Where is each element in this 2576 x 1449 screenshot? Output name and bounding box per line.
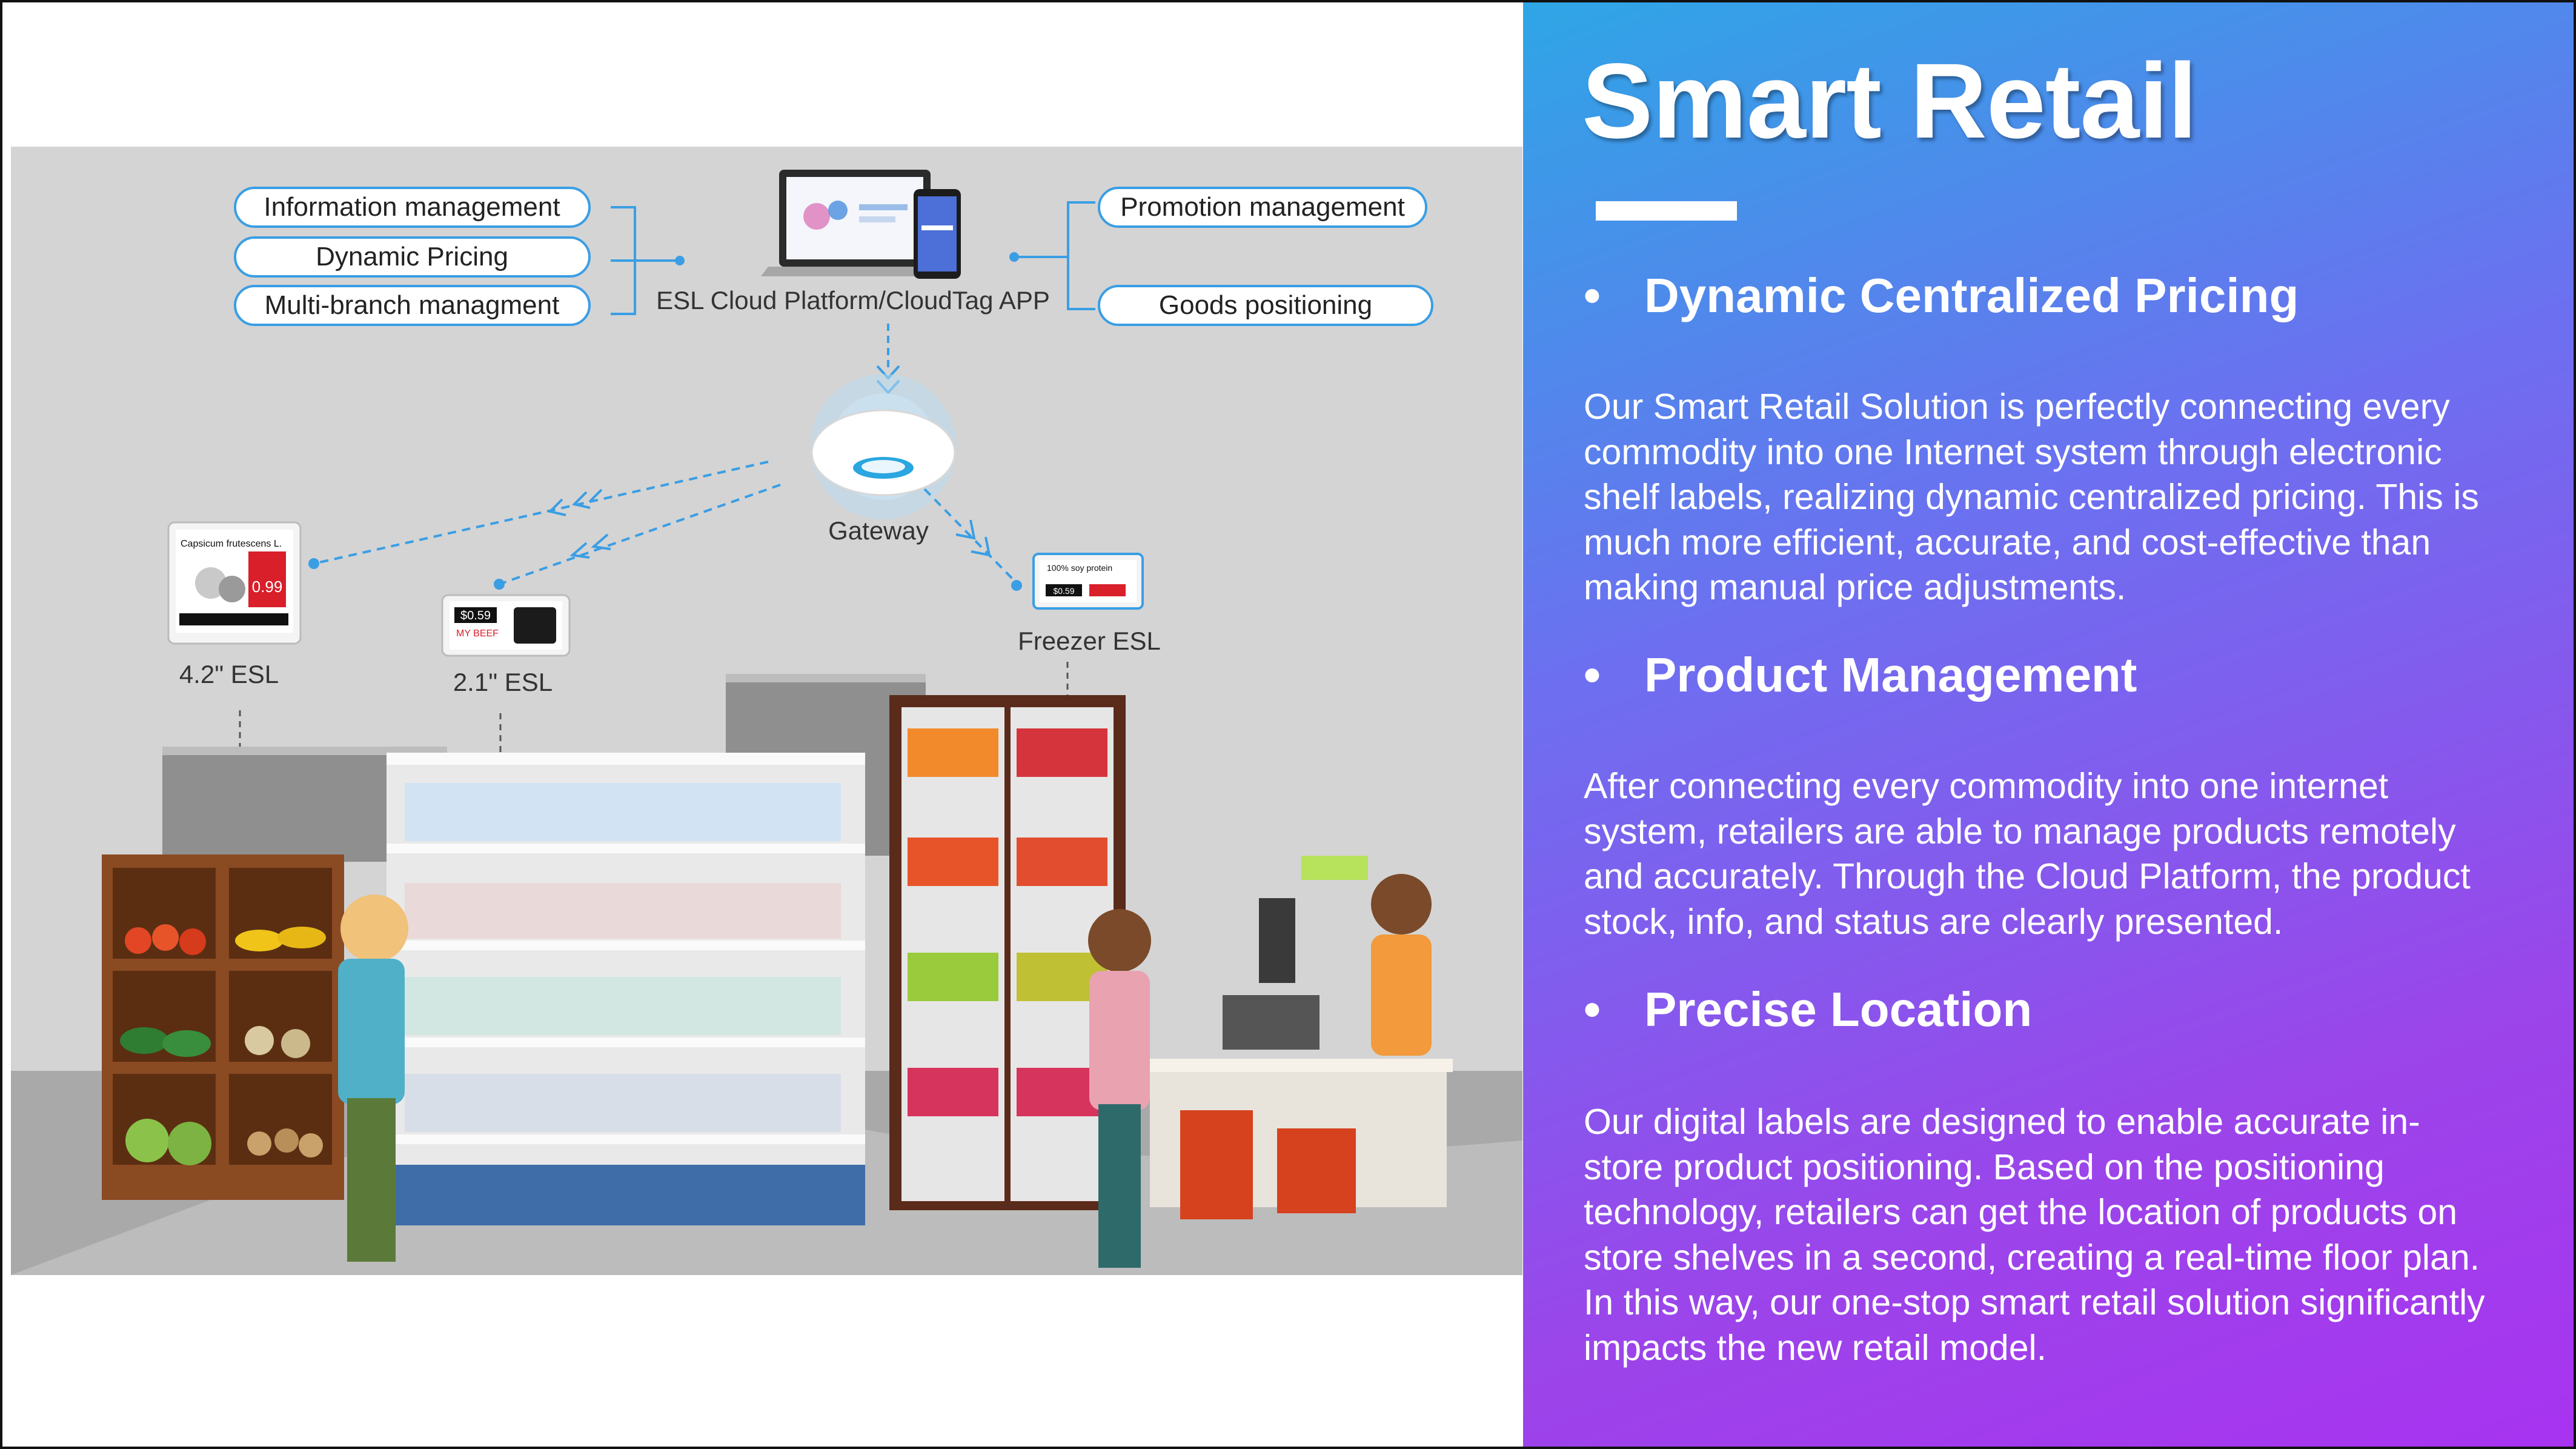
feature-pill [234, 187, 591, 228]
gateway-label: Gateway [828, 516, 929, 545]
feature-label: Information management [264, 192, 560, 222]
text-panel: Smart Retail • Dynamic Centralized Pricin… [1523, 2, 2574, 1447]
connector-dot [308, 558, 319, 569]
left-bracket-connector [611, 206, 677, 315]
body-line: In this way, our one-stop smart retail s… [1584, 1282, 2485, 1322]
connector-dot [494, 579, 505, 590]
shopper-woman-phone [1088, 909, 1151, 1268]
laptop-phone-icon [761, 170, 961, 279]
esl-21-label: 2.1" ESL [453, 668, 553, 696]
body-line: technology, retailers can get the locati… [1584, 1192, 2458, 1232]
body-line: impacts the new retail model. [1584, 1327, 2047, 1368]
body-line: stock, info, and status are clearly pres… [1584, 901, 2283, 942]
right-bracket-connector [1017, 201, 1095, 310]
heading-text: Precise Location [1644, 982, 2033, 1036]
diagram-svg: Information management Dynamic Pricing M… [11, 147, 1522, 1275]
feature-label: Goods positioning [1159, 290, 1372, 320]
gateway-42-link [313, 461, 769, 565]
gateway-21-link [499, 484, 781, 585]
feature-pill [234, 285, 591, 326]
body-line: much more efficient, accurate, and cost-… [1584, 522, 2431, 562]
retail-scene-illustration: Information management Dynamic Pricing M… [11, 147, 1522, 1275]
right-feature-pills: Promotion management Goods positioning [1009, 187, 1433, 326]
gateway-device-icon [811, 374, 956, 519]
section-heading: • Dynamic Centralized Pricing [1584, 268, 2299, 324]
section-heading: • Product Management [1584, 647, 2137, 703]
esl-42-tag: Capsicum frutescens L. 0.99 [167, 521, 302, 645]
body-line: making manual price adjustments. [1584, 567, 2126, 607]
connector-dot [1011, 580, 1022, 591]
platform-label: ESL Cloud Platform/CloudTag APP [656, 286, 1050, 315]
feature-label: Promotion management [1120, 192, 1405, 222]
connector-dot [1009, 252, 1019, 262]
esl-freezer-label: Freezer ESL [1018, 627, 1161, 655]
body-line: store product positioning. Based on the … [1584, 1147, 2385, 1187]
cashier [1371, 874, 1432, 1056]
body-line: Our Smart Retail Solution is perfectly c… [1584, 387, 2450, 427]
feature-label: Dynamic Pricing [316, 242, 508, 271]
esl-21-tag: $0.59 MY BEEF [441, 594, 571, 657]
title-underline [1596, 201, 1737, 221]
checkout-counter [1144, 856, 1453, 1219]
freezer-cabinet [889, 695, 1126, 1210]
tag-brand: MY BEEF [456, 628, 499, 639]
connector-dot [675, 256, 685, 265]
shopper-woman [338, 894, 408, 1262]
body-line: store shelves in a second, creating a re… [1584, 1237, 2480, 1277]
bullet: • [1584, 268, 1601, 322]
body-line: After connecting every commodity into on… [1584, 766, 2389, 806]
heading-text: Product Management [1644, 648, 2137, 702]
slide-title: Smart Retail [1582, 42, 2197, 161]
body-line: shelf labels, realizing dynamic centrali… [1584, 477, 2479, 517]
tag-product-name: Capsicum frutescens L. [181, 539, 282, 549]
body-line: system, retailers are able to manage pro… [1584, 811, 2456, 851]
bullet: • [1584, 648, 1601, 702]
tag-price: 0.99 [252, 578, 283, 596]
feature-pill [234, 236, 591, 278]
section-body: Our Smart Retail Solution is perfectly c… [1584, 384, 2529, 610]
arrow-icon [548, 488, 603, 516]
body-line: Our digital labels are designed to enabl… [1584, 1102, 2420, 1142]
section-heading: • Precise Location [1584, 982, 2032, 1038]
tag-price: $0.59 [1053, 586, 1074, 596]
section-body: Our digital labels are designed to enabl… [1584, 1099, 2529, 1370]
tag-price: $0.59 [460, 609, 491, 622]
produce-crates [102, 854, 344, 1200]
section-body: After connecting every commodity into on… [1584, 764, 2529, 944]
esl-freezer-tag: 100% soy protein $0.59 [1032, 553, 1144, 610]
gateway-freezer-link [923, 488, 1018, 584]
left-feature-pills: Information management Dynamic Pricing M… [234, 187, 685, 326]
arrow-icon [569, 533, 611, 559]
heading-text: Dynamic Centralized Pricing [1644, 268, 2299, 322]
feature-pill [1098, 187, 1427, 228]
body-line: commodity into one Internet system throu… [1584, 431, 2442, 472]
arrow-icon [955, 519, 991, 557]
tag-product-name: 100% soy protein [1047, 563, 1112, 573]
feature-label: Multi-branch managment [265, 290, 560, 320]
esl-42-label: 4.2" ESL [179, 660, 279, 688]
body-line: and accurately. Through the Cloud Platfo… [1584, 856, 2471, 896]
bullet: • [1584, 982, 1601, 1036]
grocery-shelf [387, 753, 865, 1225]
feature-pill [1098, 285, 1433, 326]
